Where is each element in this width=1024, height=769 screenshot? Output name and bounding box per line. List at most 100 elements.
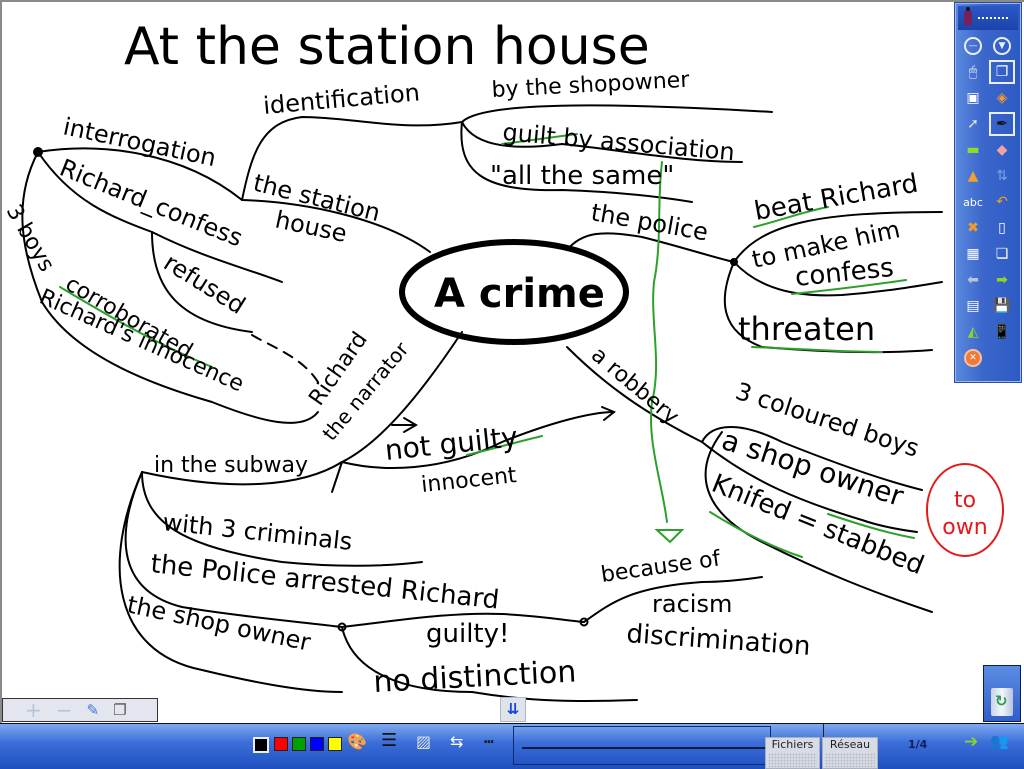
zoom-toolbar: + − ✎ ❐ xyxy=(2,698,158,722)
zoom-in-button[interactable]: + xyxy=(25,698,42,722)
new-page-button[interactable]: ▯ xyxy=(989,216,1015,240)
text-recognition-icon: abc xyxy=(963,195,983,209)
recycle-bin-button[interactable] xyxy=(983,665,1021,722)
pointer-button[interactable]: ➚ xyxy=(960,112,986,136)
dash-style-icon[interactable]: ┅ xyxy=(484,732,494,751)
pen-holder-icon xyxy=(964,7,972,25)
grip-icon xyxy=(978,17,1008,19)
shapes-icon: ◈ xyxy=(996,90,1008,106)
tool-palette: — ▼ 🖱 ❐ ▣ ◈ ➚ ✒ ▬ ◆ ▲ ⇅ abc ↶ ✖ ▯ ▦ ❏ ⬅ … xyxy=(955,3,1021,382)
shapes-fill-icon: ▲ xyxy=(967,168,979,184)
forward-button[interactable]: ➡ xyxy=(989,268,1015,292)
remote-button[interactable]: 📱 xyxy=(989,320,1015,344)
delete-button[interactable]: ✖ xyxy=(960,216,986,240)
tab-fichiers[interactable]: Fichiers xyxy=(765,737,820,769)
node-racism: racism xyxy=(652,590,732,618)
color-red[interactable] xyxy=(274,737,288,751)
back-arrow-icon: ⬅ xyxy=(967,272,979,288)
tab-reseau-label: Réseau xyxy=(829,738,871,751)
node-identification: identification xyxy=(262,78,421,120)
bottom-toolbar: 🎨 ☰ ▨ ⇆ ┅ Fichiers Réseau 1/4 ➔ 👥 xyxy=(0,723,1024,769)
color-blue[interactable] xyxy=(310,737,324,751)
next-page-button[interactable]: ➔ xyxy=(964,732,979,752)
node-a-robbery: a robbery xyxy=(586,342,683,429)
whiteboard-button[interactable]: ▣ xyxy=(960,86,986,110)
forward-arrow-icon: ➡ xyxy=(996,272,1008,288)
dropdown-button[interactable]: ▼ xyxy=(989,34,1015,58)
mouse-icon: 🖱 xyxy=(968,64,978,80)
calendar-icon: ▤ xyxy=(966,298,980,314)
mouse-button[interactable]: 🖱 xyxy=(960,60,986,84)
grid-page-icon: ▦ xyxy=(966,246,980,262)
center-node-label: A crime xyxy=(434,271,605,317)
zoom-out-button[interactable]: − xyxy=(55,698,73,722)
node-no-distinction: no distinction xyxy=(373,654,578,700)
pages-icon: ❐ xyxy=(995,64,1009,80)
shapes-fill-button[interactable]: ▲ xyxy=(960,164,986,188)
line-width-icon[interactable]: ☰ xyxy=(381,730,398,751)
transparency-icon[interactable]: ▨ xyxy=(416,732,432,751)
palette-icon[interactable]: 🎨 xyxy=(347,732,367,751)
remote-icon: 📱 xyxy=(993,324,1011,340)
redraw-button[interactable]: ⇅ xyxy=(989,164,1015,188)
window-frame-left xyxy=(0,0,2,725)
shapes-button[interactable]: ◈ xyxy=(989,86,1015,110)
close-icon: ✕ xyxy=(964,349,982,367)
pen-button[interactable]: ✒ xyxy=(989,112,1015,136)
red-circle xyxy=(926,463,1004,557)
node-all-the-same: "all the same" xyxy=(490,161,674,191)
delete-icon: ✖ xyxy=(967,220,979,236)
dropdown-icon: ▼ xyxy=(993,37,1011,55)
minimize-icon: — xyxy=(964,37,982,55)
to-own-line1: to xyxy=(954,488,976,513)
node-discrimination: discrimination xyxy=(626,619,812,662)
back-button[interactable]: ⬅ xyxy=(960,268,986,292)
users-icon[interactable]: 👥 xyxy=(990,732,1009,750)
node-in-the-subway: in the subway xyxy=(154,453,308,478)
close-palette-button[interactable]: ✕ xyxy=(960,346,986,370)
new-page-icon: ▯ xyxy=(998,220,1006,236)
palette-handle[interactable] xyxy=(958,6,1018,30)
grid-page-button[interactable]: ▦ xyxy=(960,242,986,266)
redraw-icon: ⇅ xyxy=(996,168,1008,184)
screen-capture-icon: ◭ xyxy=(967,324,979,340)
to-own-line2: own xyxy=(942,515,987,540)
node-guilty: guilty! xyxy=(426,619,509,649)
window-frame-top xyxy=(0,0,1024,2)
eraser-button[interactable]: ◆ xyxy=(989,138,1015,162)
undo-button[interactable]: ↶ xyxy=(989,190,1015,214)
color-black[interactable] xyxy=(253,737,269,753)
node-guilt-by-association: guilt by association xyxy=(501,118,735,166)
restore-icon[interactable]: ❐ xyxy=(113,700,127,719)
pen-icon: ✒ xyxy=(996,116,1008,132)
minimize-button[interactable]: — xyxy=(960,34,986,58)
screen-capture-button[interactable]: ◭ xyxy=(960,320,986,344)
highlighter-icon: ▬ xyxy=(966,142,980,158)
save-icon: 💾 xyxy=(993,298,1011,314)
save-button[interactable]: 💾 xyxy=(989,294,1015,318)
pages-button[interactable]: ❐ xyxy=(989,60,1015,84)
tab-reseau[interactable]: Réseau xyxy=(822,737,878,769)
node-not-guilty: not guilty xyxy=(383,420,519,467)
whiteboard-icon: ▣ xyxy=(966,90,980,106)
whiteboard-canvas[interactable]: to own At the station house A crime inte… xyxy=(2,2,1022,722)
text-recognition-button[interactable]: abc xyxy=(960,190,986,214)
copy-page-button[interactable]: ❏ xyxy=(989,242,1015,266)
node-with-3-criminals: with 3 criminals xyxy=(161,508,353,556)
line-style-icon[interactable]: ⇆ xyxy=(450,732,464,751)
calendar-button[interactable]: ▤ xyxy=(960,294,986,318)
edit-icon[interactable]: ✎ xyxy=(86,700,100,719)
node-threaten: threaten xyxy=(738,310,875,348)
eraser-icon: ◆ xyxy=(996,142,1008,158)
highlighter-button[interactable]: ▬ xyxy=(960,138,986,162)
node-refused: refused xyxy=(159,248,250,320)
color-green[interactable] xyxy=(292,737,306,751)
center-ellipse xyxy=(399,239,629,345)
page-indicator: 1/4 xyxy=(908,738,928,751)
tab-fichiers-label: Fichiers xyxy=(771,738,814,751)
board-title: At the station house xyxy=(124,17,650,77)
mind-map: to own At the station house A crime inte… xyxy=(2,17,1004,703)
undo-icon: ↶ xyxy=(996,194,1008,210)
color-yellow[interactable] xyxy=(328,737,342,751)
expand-toolbar-button[interactable]: ⇊ xyxy=(500,697,526,722)
